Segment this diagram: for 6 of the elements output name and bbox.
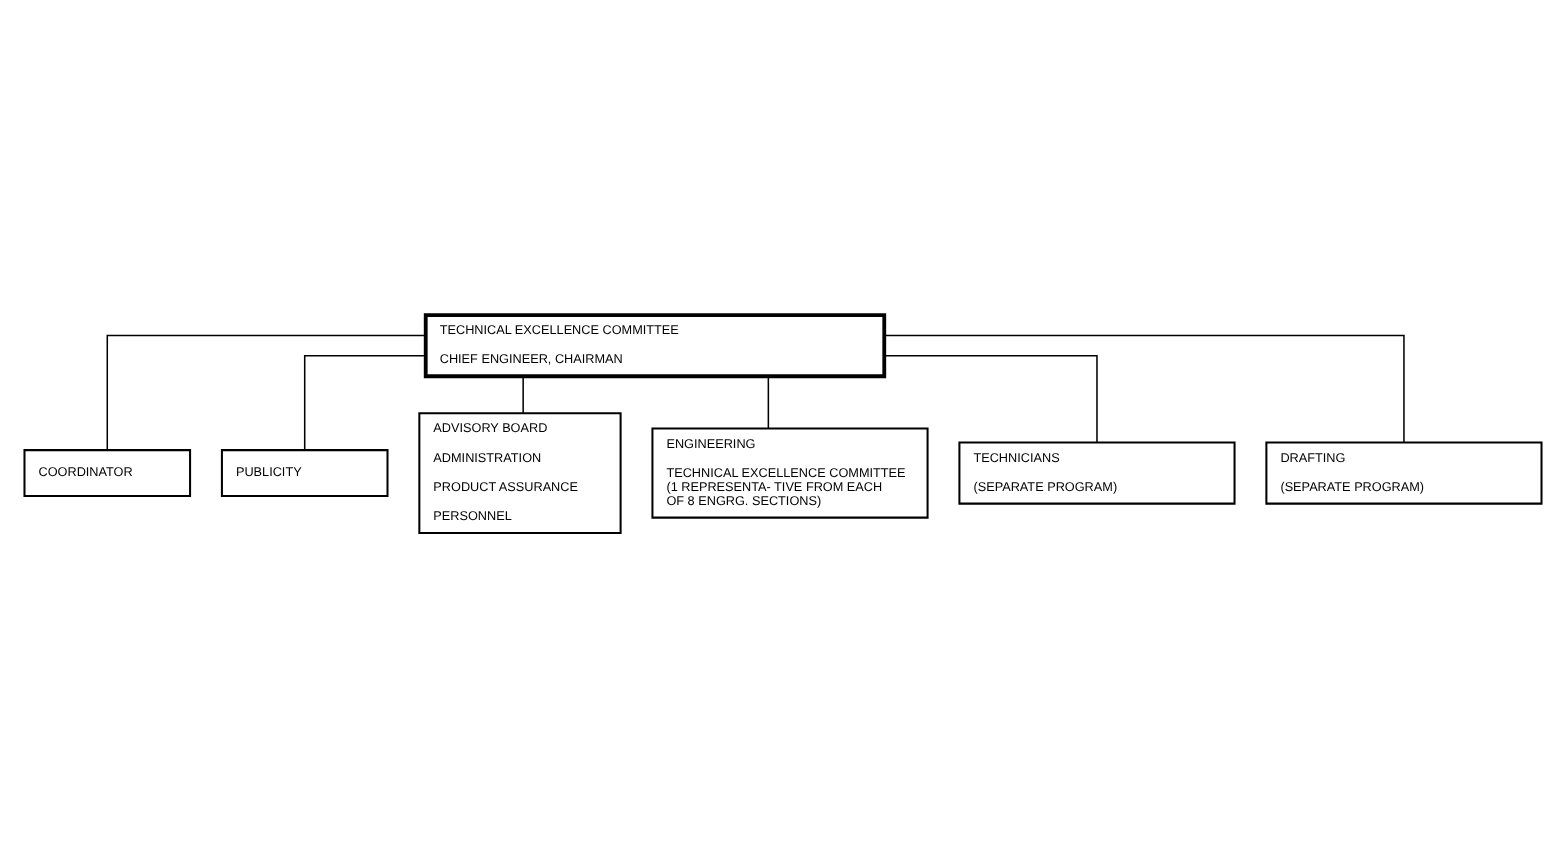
connector	[883, 333, 1405, 442]
connector	[106, 333, 427, 450]
connector	[883, 354, 1098, 442]
connector	[767, 374, 770, 428]
connector	[303, 354, 427, 450]
connector	[522, 374, 524, 413]
